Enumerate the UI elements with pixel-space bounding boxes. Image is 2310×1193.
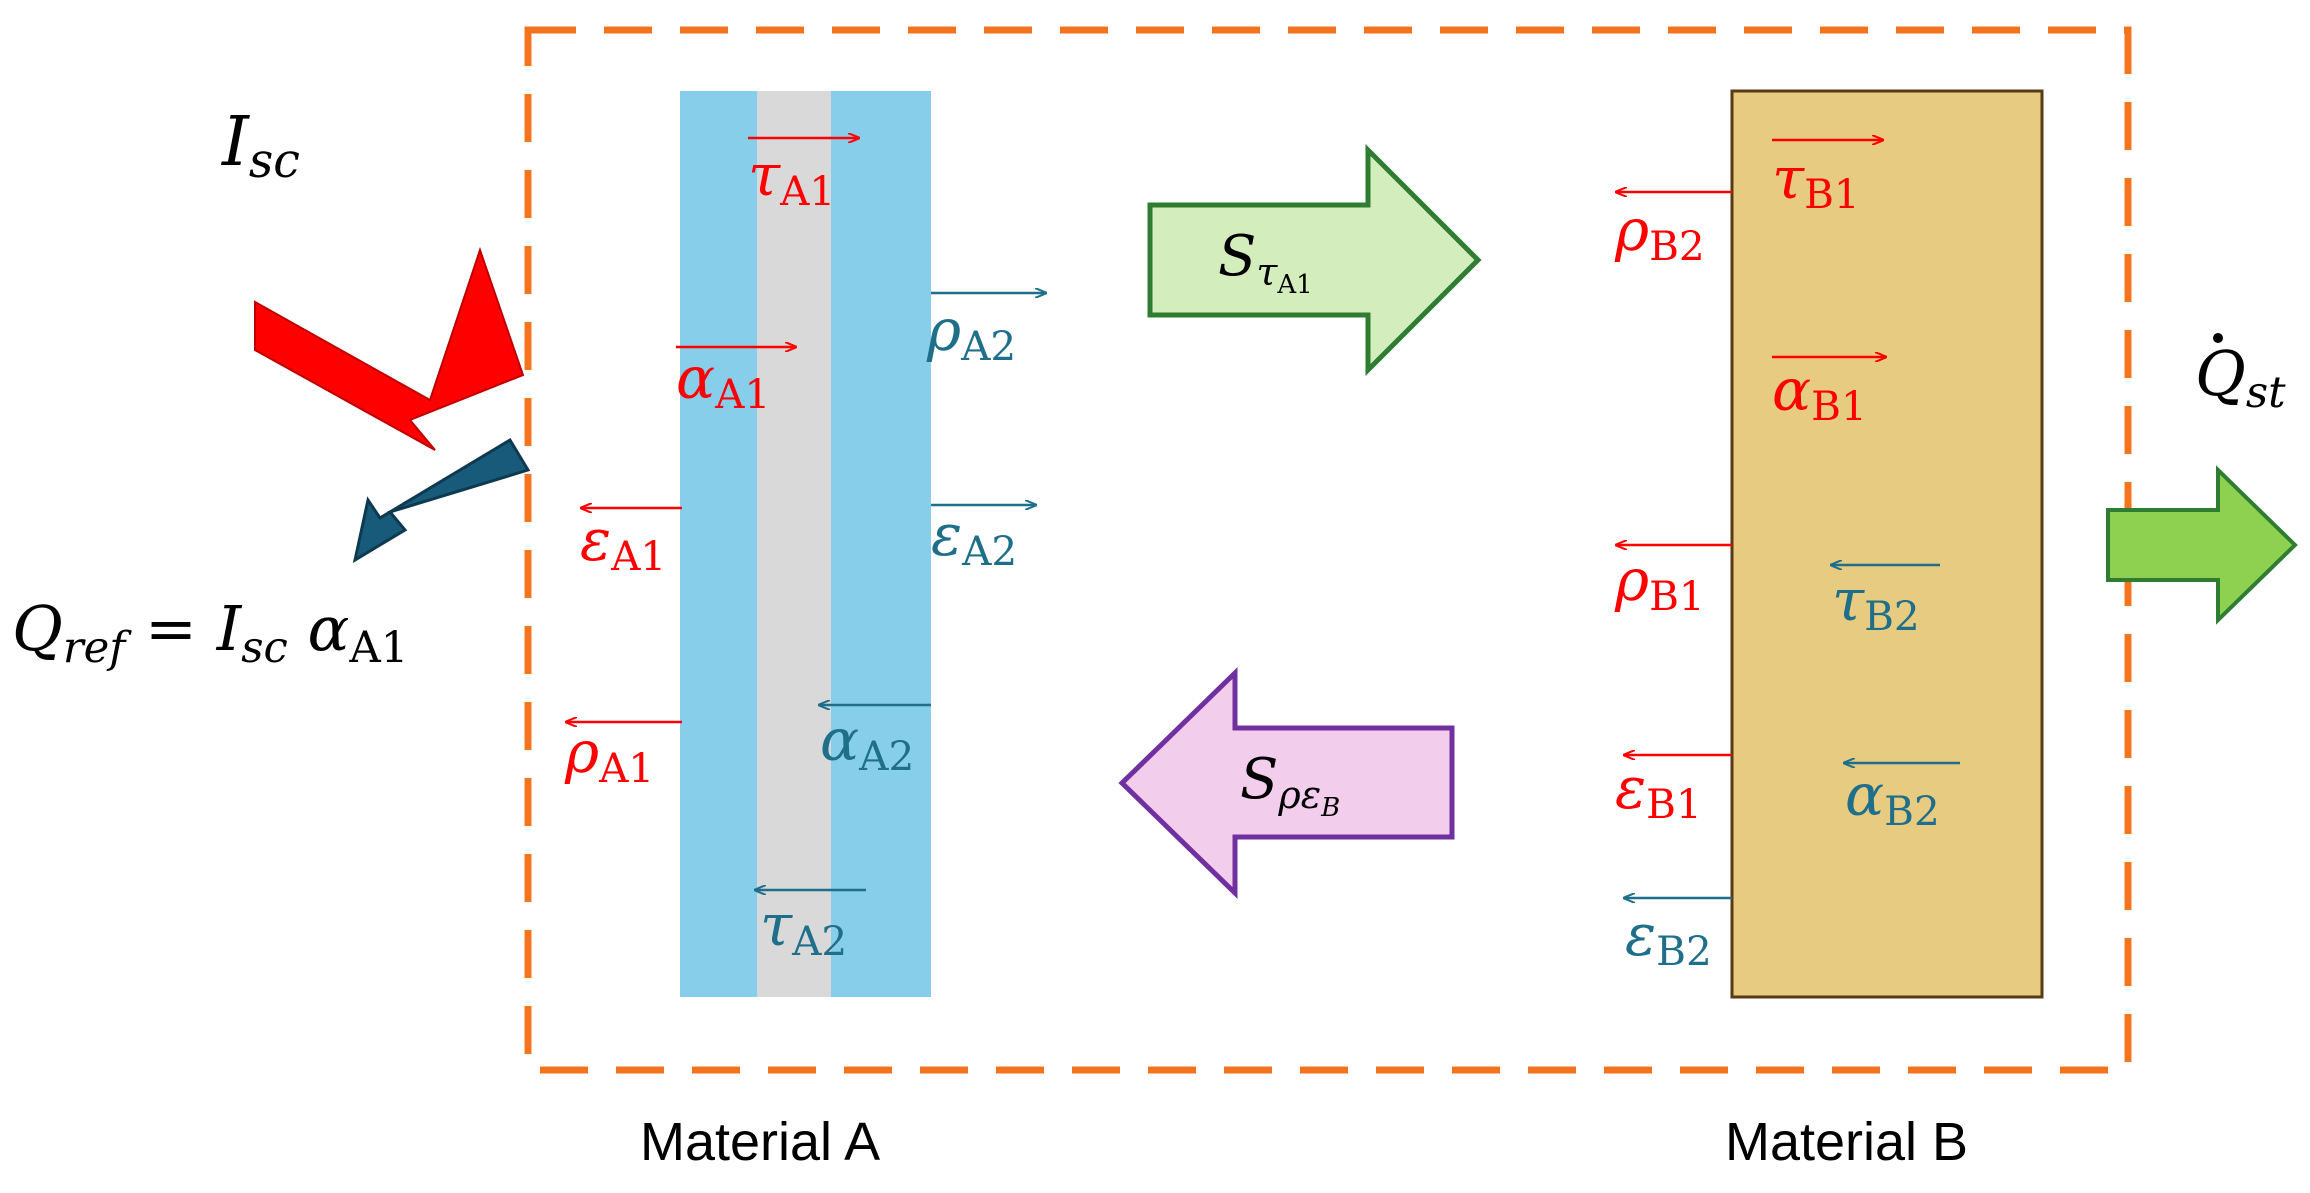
alpha-a2-label: αA2 <box>820 706 914 780</box>
tau-b1-label: τB1 <box>1772 144 1860 218</box>
tau-a1-label: τA1 <box>748 141 835 215</box>
incoming-irradiance-arrow <box>254 246 525 451</box>
eps-b1-label: εB1 <box>1615 754 1702 828</box>
reflection-emission-source-arrow <box>1118 667 1455 899</box>
qref-label: Qref = Isc αA1 <box>12 592 408 673</box>
tau-b2-label: τB2 <box>1832 566 1920 640</box>
material-b-caption: Material B <box>1725 1112 1968 1172</box>
material-a-layer-right <box>831 91 931 997</box>
eps-a2-label: εA2 <box>931 501 1017 575</box>
qst-label: Qst <box>2195 337 2286 418</box>
rho-a1-label: ρA1 <box>564 718 654 792</box>
material-a-layer-left <box>680 91 757 997</box>
s-rho-eps-b-label: SρεB <box>1240 747 1340 823</box>
material-b-block <box>1730 89 2044 999</box>
transmission-source-arrow <box>1147 143 1482 377</box>
alpha-a1-label: αA1 <box>676 344 770 418</box>
rho-a2-label: ρA2 <box>926 296 1016 370</box>
stored-heat-arrow <box>2106 465 2298 625</box>
eps-a1-label: εA1 <box>580 506 666 580</box>
eps-b2-label: εB2 <box>1625 901 1712 975</box>
system-boundary <box>524 26 2132 1074</box>
material-a-layer-middle <box>757 91 831 997</box>
rho-b1-label: ρB1 <box>1614 546 1705 620</box>
s-tau-a1-label: SτA1 <box>1218 224 1313 300</box>
reflected-radiation-arrow <box>352 437 531 564</box>
alpha-b1-label: αB1 <box>1772 356 1867 430</box>
tau-a2-label: τA2 <box>760 891 847 965</box>
material-a-caption: Material A <box>640 1112 880 1172</box>
rho-b2-label: ρB2 <box>1614 196 1705 270</box>
alpha-b2-label: αB2 <box>1845 761 1940 835</box>
isc-label: Isc <box>220 103 300 189</box>
qst-dot <box>2213 333 2223 343</box>
